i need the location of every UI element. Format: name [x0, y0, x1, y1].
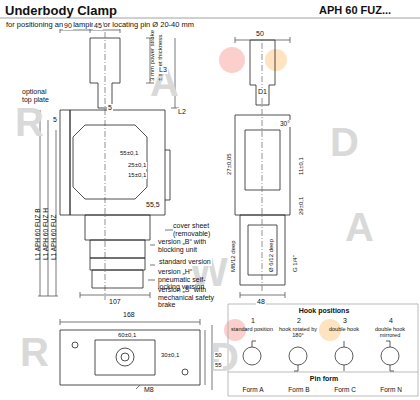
watermark: R: [20, 330, 49, 374]
watermark: A: [345, 205, 374, 249]
dimension-label: 50: [214, 352, 223, 359]
dimension-label: Ø 6/12 deep: [268, 239, 275, 272]
dimension-label: standard version: [158, 258, 212, 266]
dimension-label: optional top plate: [22, 88, 58, 103]
dimension-label: 30±0,1: [160, 352, 180, 359]
title: Underbody Clamp: [5, 3, 117, 18]
dimension-label: L1 APH 60 FUZ H: [42, 208, 49, 260]
dimension-label: 60±0,1: [117, 332, 137, 339]
dimension-label: 168: [122, 311, 136, 319]
dimension-label: version „S“ with mechanical safety brake: [158, 286, 226, 309]
dimension-label: 45: [93, 22, 103, 30]
dimension-label: Form B: [287, 386, 310, 393]
dimension-label: 25±0,1: [127, 162, 147, 169]
dimension-label: 107: [108, 298, 122, 306]
dimension-label: 48: [256, 298, 266, 306]
dimension-label: L1 APH 60 FUZ B: [34, 208, 41, 260]
dimension-label: 2: [296, 317, 302, 325]
dimension-label: Hook positions: [298, 307, 351, 315]
dimension-label: 15±0,1: [127, 172, 147, 179]
dimension-label: 50: [255, 30, 265, 38]
dimension-label: M8/12 deep: [230, 240, 237, 272]
dimension-label: 4: [388, 317, 394, 325]
dimension-label: 55: [214, 362, 223, 369]
dimension-label: Form C: [333, 386, 357, 393]
dimension-label: 5: [107, 104, 113, 112]
dimension-label: Pin form: [309, 375, 339, 383]
dimension-label: 30°: [279, 120, 291, 127]
dimension-label: L2: [177, 108, 187, 116]
dimension-label: double hook mirrored: [368, 326, 412, 338]
dimension-label: 11±0,1: [298, 157, 305, 175]
dimension-label: 55±0,1: [119, 150, 139, 157]
dimension-label: Form N: [379, 386, 403, 393]
dimension-label: cover sheet (removable): [173, 222, 225, 237]
dimension-label: L1 APH 60 FUZ: [50, 214, 57, 260]
dimension-label: APH 60 FUZ...: [318, 4, 392, 16]
dimension-label: 55,5: [145, 201, 161, 209]
dimension-label: double hook: [322, 326, 366, 332]
dimension-label: 5: [52, 116, 58, 124]
dimension-label: Form A: [242, 386, 265, 393]
dimension-label: 27±0,05: [226, 153, 233, 175]
dimension-label: G 1/4": [292, 255, 299, 272]
dimension-label: 29±0,1: [298, 197, 305, 215]
dimension-label: version „B“ with blocking unit: [158, 238, 226, 253]
watermark: R: [15, 100, 44, 144]
dimension-label: 90: [63, 22, 73, 30]
dimension-label: L3: [158, 66, 168, 74]
dimension-label: D1: [257, 88, 268, 96]
dimension-label: 3: [342, 317, 348, 325]
dimension-label: standard position: [230, 326, 274, 332]
watermark: D: [330, 120, 359, 164]
dimension-label: 3 mm power stroke: [149, 30, 156, 81]
dimension-label: M8: [143, 386, 155, 394]
dimension-label: hook rotated by 180°: [276, 326, 320, 338]
dimension-label: 1: [250, 317, 256, 325]
dimension-label: ± sheet thickness: [157, 35, 164, 81]
